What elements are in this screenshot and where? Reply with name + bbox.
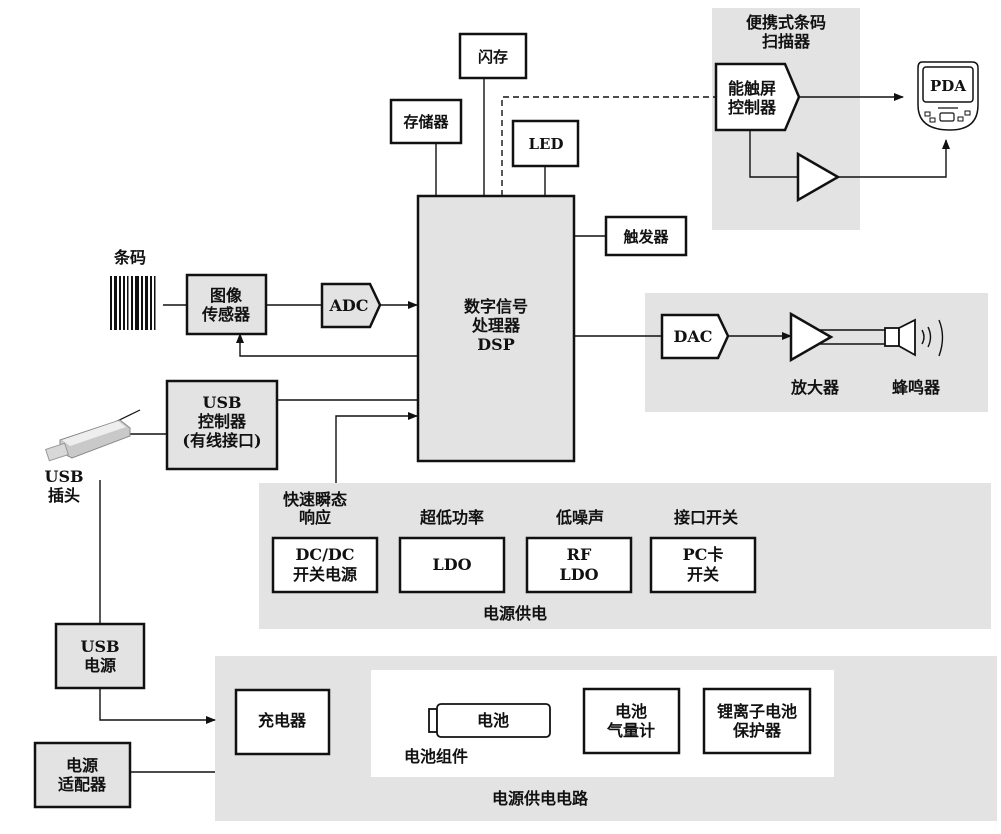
power-item-box-line1: LDO [432,555,471,574]
dsp-label-line2: 处理器 [471,316,521,335]
power-item-box-line2: LDO [559,565,598,584]
flash-label: 闪存 [478,48,508,66]
dsp-block: 数字信号 处理器 DSP [416,194,576,463]
touch-ctrl-line1: 能触屏 [728,79,776,98]
barcode-label: 条码 [113,248,146,267]
usb-controller-block: USB 控制器 (有线接口) [165,379,279,471]
dsp-label-line1: 数字信号 [464,297,528,316]
li-protector-line2: 保护器 [732,721,782,740]
battery-icon: 电池 [428,703,551,738]
led-block: LED [511,119,580,168]
memory-label: 存储器 [403,113,449,131]
usb-ctrl-line1: USB [202,393,241,412]
power-item-dcdc: 快速瞬态 响应 DC/DC 开关电源 [271,490,379,594]
power-adapter-block: 电源 适配器 [33,741,132,809]
usb-power-block: USB 电源 [54,622,146,690]
buzzer-label: 蜂鸣器 [892,378,941,397]
power-item-box-line1: RF [567,545,592,564]
power-adapter-line1: 电源 [66,756,98,775]
li-protector-line1: 锂离子电池 [717,702,797,721]
amplifier-icon [789,311,834,363]
touch-ctrl-line2: 控制器 [728,98,777,117]
scanner-amplifier-icon [796,151,841,203]
usb-plug-icon [45,409,141,462]
buzzer-icon [884,318,944,357]
memory-block: 存储器 [389,98,463,145]
power-supply-title: 电源供电 [483,604,547,623]
power-item-caption-line2: 响应 [299,508,331,527]
power-adapter-line2: 适配器 [58,775,107,794]
power-circuit-title: 电源供电电路 [492,789,589,808]
image-sensor-line1: 图像 [210,286,243,305]
usb-ctrl-line2: 控制器 [198,412,247,431]
usb-power-line1: USB [80,637,119,656]
fuel-gauge-block: 电池 气量计 [582,687,681,755]
usb-plug-line2: 插头 [48,486,80,505]
dsp-label-line3: DSP [477,335,514,354]
power-item-rf-ldo: 低噪声 RF LDO [525,508,633,594]
power-item-pc-card: 接口开关 PC卡 开关 [649,508,757,594]
battery-pack-label: 电池组件 [404,747,468,766]
power-item-box-line1: PC卡 [683,545,724,564]
dac-label: DAC [673,327,712,346]
battery-label: 电池 [477,711,509,730]
trigger-block: 触发器 [604,215,688,257]
trigger-label: 触发器 [623,228,669,246]
image-sensor-block: 图像 传感器 [185,273,268,336]
adc-label: ADC [328,296,368,315]
led-label: LED [529,135,564,153]
usb-plug-line1: USB [44,467,83,486]
usb-ctrl-line3: (有线接口) [182,431,261,450]
power-item-box-line2: 开关 [687,565,719,584]
scanner-group-title-line1: 便携式条码 [746,13,826,32]
charger-label: 充电器 [258,711,307,730]
scanner-group-title-line2: 扫描器 [762,32,811,51]
pda-label: PDA [930,77,966,95]
power-item-caption-line1: 超低功率 [419,508,484,527]
power-item-caption-line1: 快速瞬态 [283,490,347,509]
usb-power-line2: 电源 [84,656,116,675]
power-item-caption-line1: 接口开关 [674,508,738,527]
dac-block: DAC [660,313,730,360]
barcode-icon [110,276,156,330]
pda-icon: PDA [917,61,979,131]
li-ion-protector-block: 锂离子电池 保护器 [702,687,812,755]
image-sensor-line2: 传感器 [201,305,251,324]
touch-controller-block: 能触屏 控制器 [714,62,801,132]
power-item-caption-line1: 低噪声 [555,508,604,527]
flash-block: 闪存 [458,32,528,80]
fuel-gauge-line1: 电池 [615,702,647,721]
adc-block: ADC [320,282,382,329]
power-item-box-line2: 开关电源 [293,565,357,584]
power-item-box-line1: DC/DC [295,545,354,564]
amplifier-label: 放大器 [790,378,840,397]
fuel-gauge-line2: 气量计 [606,721,655,740]
charger-block: 充电器 [234,688,331,756]
connection-lines [99,78,950,773]
power-item-ldo: 超低功率 LDO [398,508,506,594]
